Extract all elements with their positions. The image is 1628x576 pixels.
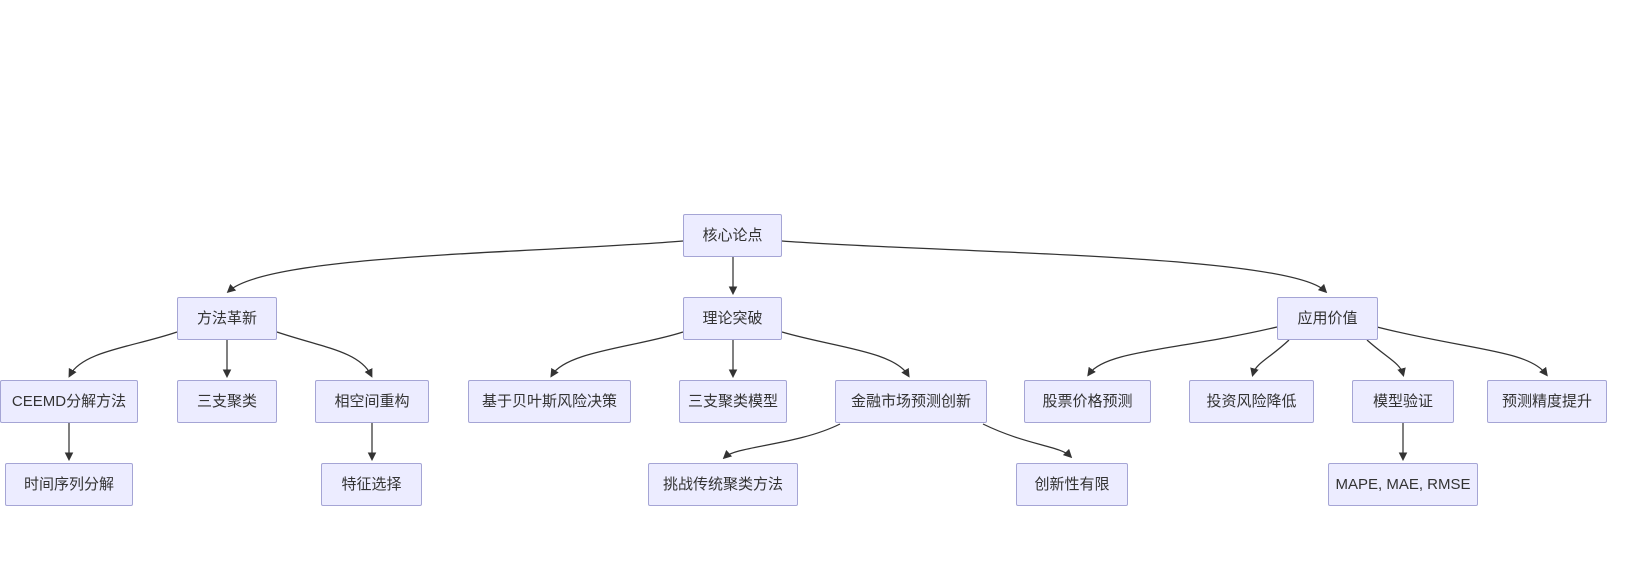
node-theory-breakthrough: 理论突破 — [683, 297, 782, 340]
edge-application-to-validate — [1366, 339, 1406, 377]
node-time-series-decomposition: 时间序列分解 — [5, 463, 133, 506]
node-feature-selection: 特征选择 — [321, 463, 422, 506]
node-phase-space-reconstruction: 相空间重构 — [315, 380, 429, 423]
edge-core-to-method — [226, 240, 684, 294]
edge-method-to-phasespace — [276, 331, 373, 378]
node-forecast-accuracy-improvement: 预测精度提升 — [1487, 380, 1607, 423]
node-method-innovation: 方法革新 — [177, 297, 277, 340]
edge-method-to-ceemd — [68, 331, 178, 378]
node-core-thesis: 核心论点 — [683, 214, 782, 257]
edge-core-to-application — [781, 240, 1328, 294]
edge-application-to-stock — [1087, 326, 1278, 377]
node-financial-market-forecast-innovation: 金融市场预测创新 — [835, 380, 987, 423]
node-ceemd-decomposition: CEEMD分解方法 — [0, 380, 138, 423]
node-bayesian-risk-decision: 基于贝叶斯风险决策 — [468, 380, 631, 423]
edge-finmarket-to-challenge — [722, 423, 841, 460]
node-investment-risk-reduction: 投资风险降低 — [1189, 380, 1314, 423]
edge-application-to-accuracy — [1376, 326, 1548, 377]
node-evaluation-metrics: MAPE, MAE, RMSE — [1328, 463, 1478, 506]
node-three-way-clustering-model: 三支聚类模型 — [679, 380, 787, 423]
node-challenge-traditional-clustering: 挑战传统聚类方法 — [648, 463, 798, 506]
node-stock-price-prediction: 股票价格预测 — [1024, 380, 1151, 423]
edge-application-to-invest — [1250, 339, 1290, 377]
node-application-value: 应用价值 — [1277, 297, 1378, 340]
node-limited-novelty: 创新性有限 — [1016, 463, 1128, 506]
node-three-way-clustering: 三支聚类 — [177, 380, 277, 423]
node-model-validation: 模型验证 — [1352, 380, 1454, 423]
edge-theory-to-bayes — [550, 331, 684, 378]
edge-theory-to-finmarket — [781, 331, 910, 378]
edge-finmarket-to-novelty — [982, 423, 1073, 459]
